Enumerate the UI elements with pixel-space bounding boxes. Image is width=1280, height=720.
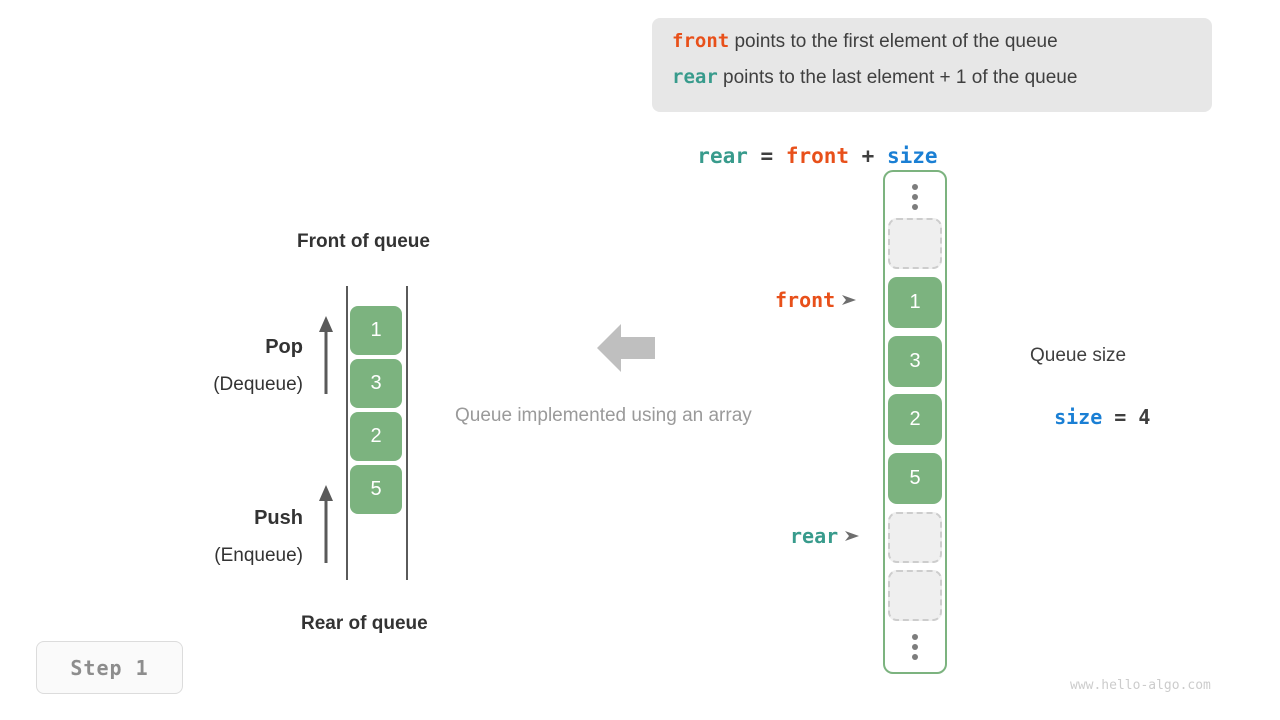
push-label: Push: [254, 507, 303, 529]
pointer-right-arrow-icon: [845, 531, 860, 541]
size-variable-name: size: [1054, 405, 1103, 429]
array-cell-filled: 2: [888, 394, 942, 445]
rear-of-queue-label: Rear of queue: [301, 613, 428, 634]
formula-plus: +: [849, 144, 887, 168]
array-cell-empty: [888, 218, 942, 269]
vertical-ellipsis-icon-top: [912, 184, 918, 210]
legend-line-rear: rear points to the last element + 1 of t…: [672, 66, 1077, 89]
size-number: 4: [1138, 405, 1151, 429]
queue-rail-right: [406, 286, 408, 580]
formula-operand-size: size: [886, 144, 938, 168]
array-cell-empty: [888, 512, 942, 563]
pointer-front-label: front: [775, 288, 836, 312]
front-of-queue-label: Front of queue: [297, 231, 430, 252]
step-badge-label: Step 1: [70, 655, 149, 680]
middle-caption: Queue implemented using an array: [455, 405, 752, 426]
push-sublabel: (Enqueue): [214, 545, 303, 566]
formula-operand-front: front: [785, 144, 850, 168]
legend-text-rear: points to the last element + 1 of the qu…: [723, 67, 1078, 88]
formula-lhs: rear: [697, 144, 748, 168]
queue-cell: 5: [350, 465, 402, 514]
array-cell-filled: 3: [888, 336, 942, 387]
vertical-ellipsis-icon-bottom: [912, 634, 918, 660]
size-equals: =: [1102, 405, 1139, 429]
queue-size-title: Queue size: [1030, 345, 1127, 366]
pop-label: Pop: [265, 336, 303, 358]
pointer-right-arrow-icon: [842, 295, 857, 305]
formula-equals: =: [747, 144, 786, 168]
legend-text-front: points to the first element of the queue: [734, 31, 1058, 52]
queue-size-value: size = 4: [1030, 381, 1150, 429]
pointer-rear-label: rear: [790, 524, 839, 548]
legend-line-front: front points to the first element of the…: [672, 30, 1058, 53]
array-cell-filled: 5: [888, 453, 942, 504]
legend-box: front points to the first element of the…: [652, 18, 1212, 112]
legend-keyword-front: front: [672, 30, 730, 52]
array-container: 1 3 2 5: [883, 170, 947, 674]
queue-cell: 3: [350, 359, 402, 408]
array-cell-filled: 1: [888, 277, 942, 328]
push-up-arrow-icon: [319, 485, 333, 563]
pointer-rear: rear: [790, 524, 860, 548]
formula-rear-equals-front-plus-size: rear = front + size: [672, 120, 938, 168]
left-arrow-icon: [597, 324, 655, 372]
legend-keyword-rear: rear: [672, 66, 718, 88]
queue-cell: 2: [350, 412, 402, 461]
watermark: www.hello-algo.com: [1070, 678, 1211, 693]
step-badge: Step 1: [36, 641, 183, 694]
queue-rail-left: [346, 286, 348, 580]
pop-sublabel: (Dequeue): [213, 374, 303, 395]
pop-up-arrow-icon: [319, 316, 333, 394]
array-cell-empty: [888, 570, 942, 621]
queue-cell: 1: [350, 306, 402, 355]
pointer-front: front: [775, 288, 857, 312]
